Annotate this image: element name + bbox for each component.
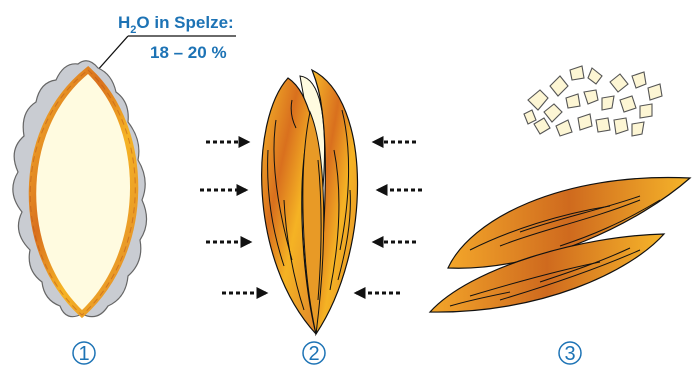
step-number-text: 1 [78,343,89,365]
separated-husks-illustration [430,66,690,312]
step-number-text: 2 [308,343,319,365]
annotation-leader-line [96,36,128,72]
step-number-2: 2 [303,342,325,365]
step-number-3: 3 [559,342,581,365]
pressure-arrows-left [200,142,266,293]
pressed-grain-illustration [200,70,422,334]
water-content-label: H2O in Spelze: [118,13,234,36]
step-number-text: 3 [564,343,575,365]
step-number-1: 1 [73,342,95,365]
pressure-arrows-right [356,142,422,293]
wet-grain-illustration [13,61,147,317]
kernel-fragments [524,66,662,136]
water-content-annotation: H2O in Spelze: 18 – 20 % [96,13,236,72]
water-content-value: 18 – 20 % [150,43,227,62]
